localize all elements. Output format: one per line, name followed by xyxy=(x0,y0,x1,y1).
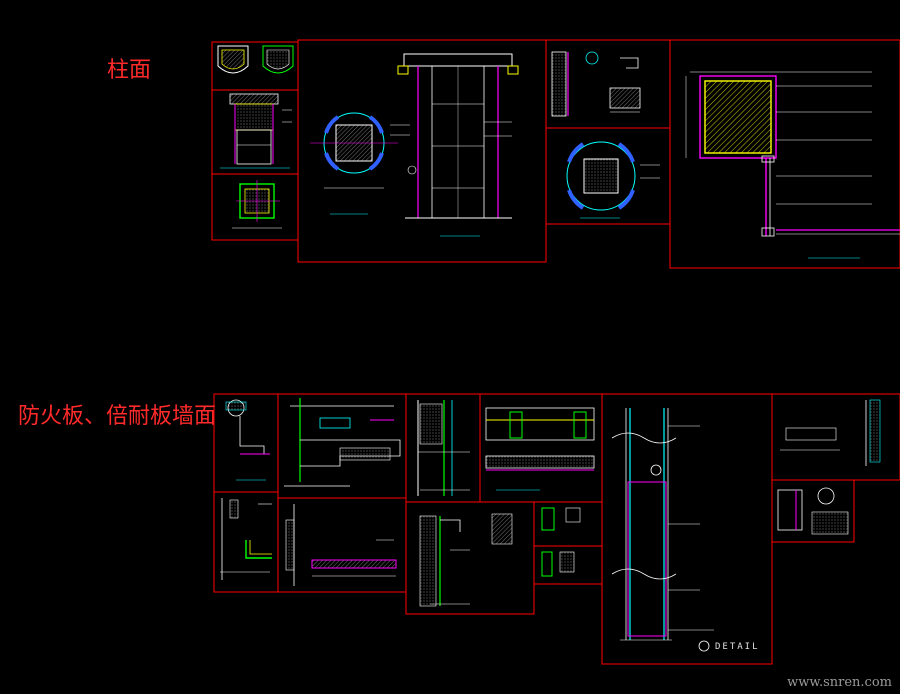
section-title-wall-panels: 防火板、倍耐板墙面 xyxy=(18,404,217,429)
watermark: www.snren.com xyxy=(787,675,892,690)
panel-joint-detail-a xyxy=(284,398,401,487)
panel-edge-detail xyxy=(225,399,270,481)
large-column-section xyxy=(685,71,900,259)
small-joint-details xyxy=(541,507,581,577)
column-detail-group xyxy=(211,39,900,269)
column-elevation xyxy=(397,53,519,237)
right-joint-details xyxy=(777,399,881,535)
tall-wall-elevation xyxy=(611,408,714,652)
panel-joint-detail-b xyxy=(285,504,397,586)
square-column-plan xyxy=(566,141,660,219)
panel-vertical-detail xyxy=(417,400,470,496)
wall-section-detail xyxy=(551,51,641,117)
column-section-small xyxy=(220,93,292,169)
panel-top-detail xyxy=(485,407,595,491)
detail-label: DETAIL xyxy=(715,642,760,652)
panel-corner-detail xyxy=(220,498,272,580)
column-cap-detail-a xyxy=(217,45,294,74)
column-plan-small xyxy=(232,180,282,229)
round-column-plan xyxy=(310,112,410,215)
wall-detail-group xyxy=(213,393,900,665)
section-title-column: 柱面 xyxy=(107,58,152,83)
panel-bottom-detail xyxy=(419,513,513,607)
